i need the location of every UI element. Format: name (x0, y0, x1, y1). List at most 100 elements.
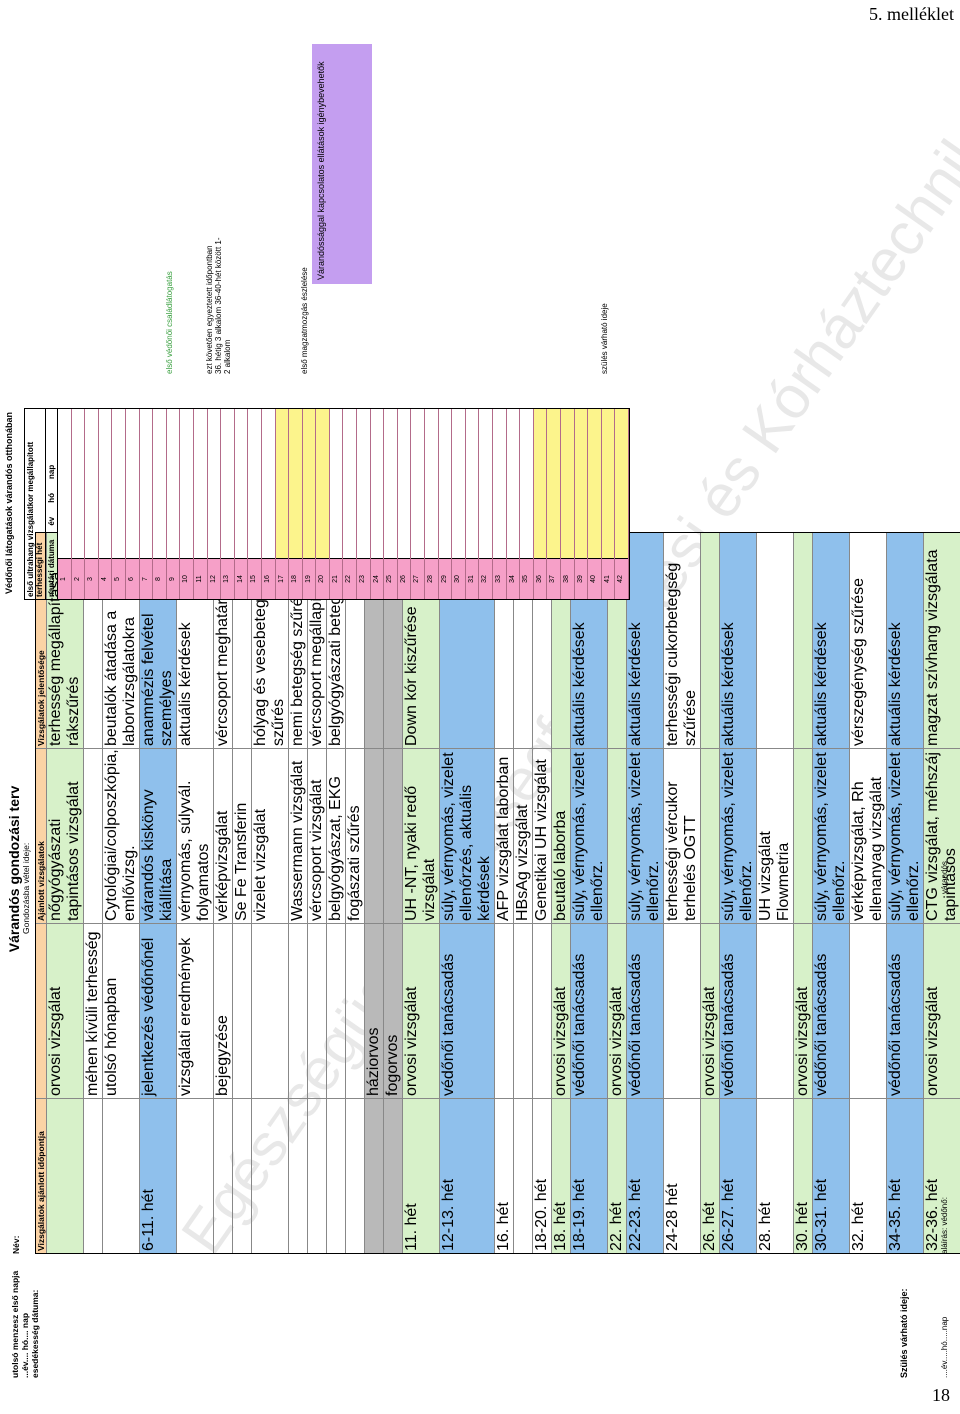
plan-cell-exam: belgyógyászat, EKG (327, 748, 345, 923)
week-number: 35 (520, 558, 533, 599)
week-date-cell[interactable] (139, 409, 153, 558)
week-date-cell[interactable] (615, 409, 628, 558)
plan-cell-exam: CTG vizsgálat, méhszáj tapintásos (924, 748, 960, 923)
plan-cell-week: 22. hét (608, 1098, 626, 1253)
plan-cell-purpose: aktuális kérdések (887, 622, 904, 746)
week-date-cell[interactable] (166, 409, 180, 558)
plan-cell-purpose: aktuális kérdések (813, 622, 830, 746)
week-date-cell[interactable] (343, 409, 357, 558)
week-number: 12 (207, 558, 221, 599)
week-number: 30 (452, 558, 465, 599)
week-number: 4 (98, 558, 112, 599)
day-col: nap (47, 464, 56, 479)
plan-cell-type: védőnői tanácsadás (813, 923, 849, 1098)
week-number: 33 (493, 558, 506, 599)
week-date-cell[interactable] (153, 409, 166, 558)
week-date-cell[interactable] (302, 409, 316, 558)
week-number: 19 (302, 558, 316, 599)
page-number: 18 (932, 1385, 950, 1405)
plan-cell-exam: vércsoport vizsgálat (308, 748, 326, 923)
week-date-cell[interactable] (560, 409, 574, 558)
plan-cell-week: 32. hét (850, 1098, 886, 1253)
plan-cell-week (103, 1098, 139, 1253)
plan-cell-exam: HBsAg vizsgálat (514, 748, 532, 923)
plan-cell-type: védőnői tanácsadás (720, 923, 756, 1098)
plan-cell-type: jelentkezés védőnőnél (140, 923, 176, 1098)
week-row: 31 (465, 409, 480, 599)
week-date-cell[interactable] (85, 409, 98, 558)
week-row: 18 (289, 409, 303, 599)
week-date-cell[interactable] (316, 409, 329, 558)
week-number: 17 (275, 558, 289, 599)
week-date-cell[interactable] (289, 409, 302, 558)
plan-cell-week: 22-23. hét (627, 1098, 663, 1253)
week-date-cell[interactable] (493, 409, 506, 558)
week-date-cell[interactable] (71, 409, 85, 558)
week-number: 23 (357, 558, 370, 599)
plan-cell-exam: nőgyógyászati tapintásos vizsgálat (47, 748, 83, 923)
week-date-cell[interactable] (397, 409, 411, 558)
plan-cell-exam (608, 748, 626, 923)
week-date-cell[interactable] (98, 409, 112, 558)
plan-cell-exam: súly, vérnyomás, vizelet ellenőrz. (887, 748, 923, 923)
week-date-cell[interactable] (275, 409, 289, 558)
week-date-cell[interactable] (425, 409, 438, 558)
plan-cell-type: orvosi vizsgálat (403, 923, 439, 1098)
week-date-cell[interactable] (193, 409, 207, 558)
week-number: 38 (560, 558, 574, 599)
week-date-cell[interactable] (520, 409, 533, 558)
plan-cell-purpose: aktuális kérdések (627, 622, 644, 746)
week-row: 23 (357, 409, 371, 599)
plan-cell-exam: vizelet vizsgálat (252, 748, 288, 923)
week-date-cell[interactable] (384, 409, 397, 558)
week-date-cell[interactable] (533, 409, 547, 558)
week-date-cell[interactable] (221, 409, 234, 558)
week-date-cell[interactable] (452, 409, 465, 558)
week-number: 36 (533, 558, 547, 599)
plan-cell-type: háziorvos (365, 923, 383, 1098)
week-date-cell[interactable] (479, 409, 492, 558)
week-row: 28 (425, 409, 439, 599)
week-date-cell[interactable] (112, 409, 125, 558)
plan-cell-exam (84, 748, 102, 923)
week-date-cell[interactable] (261, 409, 275, 558)
week-number: 41 (601, 558, 615, 599)
week-date-cell[interactable] (506, 409, 520, 558)
week-date-cell[interactable] (370, 409, 384, 558)
week-date-cell[interactable] (601, 409, 615, 558)
week-date-cell[interactable] (411, 409, 425, 558)
week-date-cell[interactable] (329, 409, 343, 558)
plan-cell-type: védőnői tanácsadás (627, 923, 663, 1098)
week-date-cell[interactable] (248, 409, 261, 558)
week-date-cell[interactable] (125, 409, 139, 558)
plan-cell-type (308, 923, 326, 1098)
week-date-cell[interactable] (547, 409, 560, 558)
visits-title: Védőnői látogatások várandós otthonában (4, 411, 14, 594)
week-date-cell[interactable] (588, 409, 601, 558)
week-date-cell[interactable] (234, 409, 248, 558)
plan-cell-week (233, 1098, 251, 1253)
week-date-cell[interactable] (207, 409, 221, 558)
week-number: 18 (289, 558, 302, 599)
plan-cell-purpose (757, 533, 793, 748)
week-date-cell[interactable] (357, 409, 370, 558)
week-row: 32 (479, 409, 493, 599)
week-row: 41 (601, 409, 616, 599)
week-row: 16 (261, 409, 276, 599)
week-date-cell[interactable] (438, 409, 452, 558)
plan-cell-week: 26. hét (701, 1098, 719, 1253)
week-date-cell[interactable] (465, 409, 479, 558)
week-number: 25 (384, 558, 397, 599)
week-date-cell[interactable] (574, 409, 588, 558)
week-date-cell[interactable] (180, 409, 193, 558)
due-note: szülés várható ideje (600, 303, 609, 374)
year-col: év (47, 516, 56, 526)
plan-cell-week: 30. hét (794, 1098, 812, 1253)
week-date-cell[interactable] (58, 409, 71, 558)
